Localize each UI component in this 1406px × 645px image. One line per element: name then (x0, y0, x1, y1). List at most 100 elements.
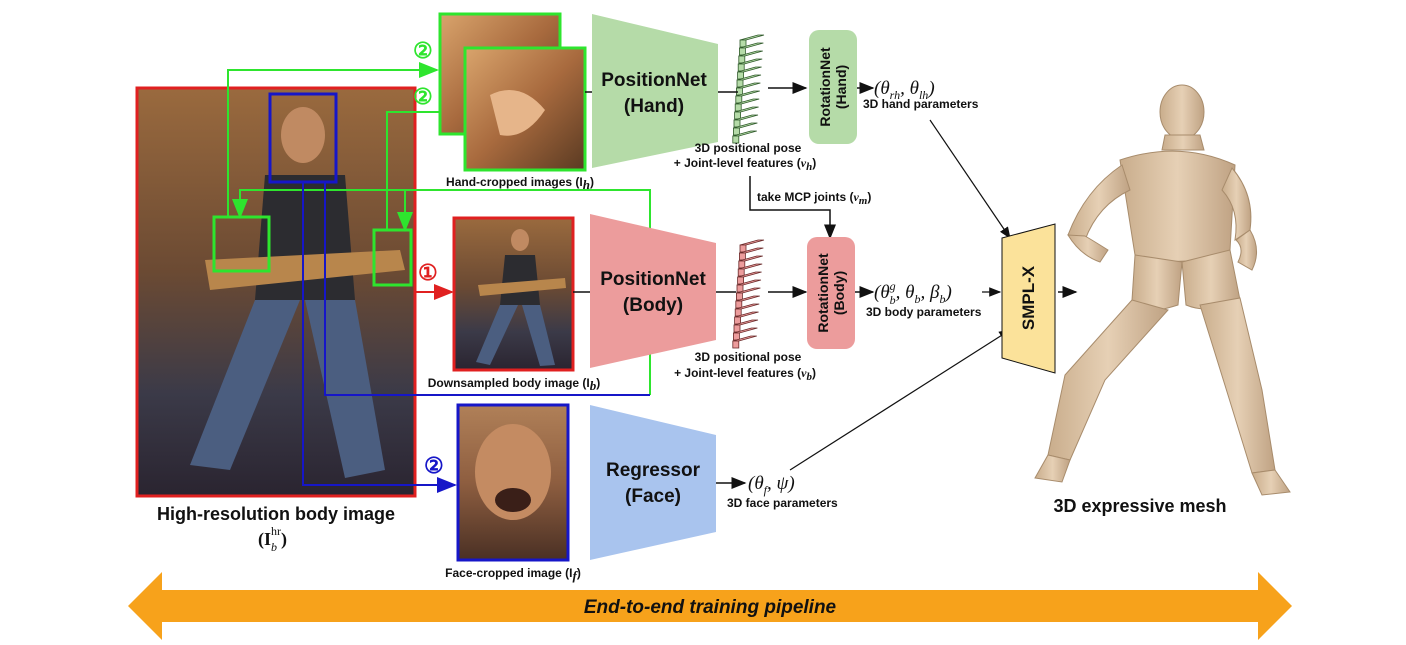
body-crop-torso (500, 255, 540, 305)
hand-feature-slab-front (737, 71, 744, 80)
hand-feature-stack (732, 34, 765, 144)
rotationnet-body-block: RotationNet (Body) (807, 237, 855, 349)
mesh-neck (1161, 134, 1205, 151)
mesh-leg-left (1047, 299, 1169, 461)
mesh-arm-left (1067, 164, 1131, 241)
positionnet-body-subtitle: (Body) (623, 295, 683, 316)
body-crop-frame (452, 216, 575, 372)
body-crop-head (511, 229, 529, 251)
body-params-label: 3D body parameters (866, 305, 982, 319)
body-feature-slab-front (733, 332, 740, 341)
regressor-face-shape (590, 405, 716, 560)
rotationnet-body-title: RotationNet (815, 253, 831, 333)
hand-feature-slab-front (739, 47, 746, 56)
mesh-foot-left (1034, 454, 1071, 483)
face-params-math: (θf, ψ) (748, 473, 795, 497)
mesh-figure (1034, 84, 1291, 496)
hand-feature-slab-front (737, 63, 745, 72)
body-feature-slab-front (737, 268, 745, 277)
hand-feature-slab-front (734, 103, 742, 112)
hand-feature-label-line2: + Joint-level features (vh) (674, 156, 817, 173)
rotationnet-body-subtitle: (Body) (831, 271, 847, 315)
face-crop-caption: Face-cropped image (If) (445, 566, 581, 583)
positionnet-body-shape (590, 214, 716, 368)
hand-feature-slab-front (735, 95, 743, 104)
marker-two-hand-top: ② (413, 38, 433, 63)
hand-shape (490, 90, 545, 136)
rotationnet-hand-subtitle: (Hand) (833, 65, 849, 109)
body-crop-leg-left (476, 305, 518, 365)
hand-crop-caption: Hand-cropped images (Ih) (446, 175, 594, 192)
body-feature-slab-front (734, 316, 741, 325)
marker-two-face: ② (424, 453, 444, 478)
hand-feature-slab (739, 34, 765, 41)
body-feature-label-line2: + Joint-level features (vb) (674, 366, 816, 383)
rotationnet-hand-title: RotationNet (817, 47, 833, 127)
marker-two-hand: ② (413, 84, 433, 109)
hand-feature-slab-front (739, 39, 747, 48)
mesh-forearm-right (1235, 229, 1257, 271)
body-feature-slab-front (734, 308, 742, 317)
body-feature-slab-front (732, 340, 740, 349)
body-crop-caption: Downsampled body image (Ib) (428, 376, 601, 393)
pipeline-label: End-to-end training pipeline (584, 597, 837, 618)
hand-feature-slab-front (733, 127, 740, 136)
mesh-leg-right (1199, 297, 1276, 474)
hand-feature-slab-front (738, 55, 746, 64)
mcp-joints-label: take MCP joints (vm) (757, 190, 871, 207)
input-body-image (135, 86, 417, 498)
mesh-torso (1119, 150, 1236, 262)
body-feature-slab-front (733, 324, 741, 333)
smplx-block: SMPL-X (1001, 223, 1056, 374)
hand-connector-left (227, 62, 439, 217)
pipeline-arrow: End-to-end training pipeline (128, 572, 1292, 640)
body-feature-slab-front (739, 252, 746, 261)
mesh-title: 3D expressive mesh (1053, 496, 1226, 516)
smplx-shape (1001, 223, 1056, 374)
positionnet-hand-title: PositionNet (601, 70, 707, 91)
rotationnet-hand-block: RotationNet (Hand) (809, 30, 857, 144)
face-params-to-smplx (789, 329, 1012, 471)
regressor-face-block: Regressor (Face) (590, 405, 716, 560)
positionnet-hand-subtitle: (Hand) (624, 96, 684, 117)
face-connector (302, 182, 457, 493)
mesh-head (1159, 84, 1205, 140)
face-crop-frame (456, 403, 570, 562)
input-title: High-resolution body image (157, 504, 395, 524)
mcp-joints-connector (749, 176, 836, 240)
body-crop-image (452, 216, 575, 372)
hand-region-box-right (372, 228, 413, 287)
face-feedback-connector (324, 182, 650, 396)
input-symbol: (Ibhr) (258, 524, 287, 554)
hand-feature-slab-front (734, 111, 741, 120)
hand-feature-slab-front (733, 119, 741, 128)
positionnet-hand-block: PositionNet (Hand) (592, 14, 718, 168)
body-params-math: (θbg, θb, βb) (874, 279, 952, 307)
hand-crop-images (438, 12, 587, 172)
face-mouth (495, 488, 531, 512)
regressor-face-title: Regressor (606, 460, 701, 481)
mesh-foot-right (1251, 469, 1291, 496)
regressor-face-subtitle: (Face) (625, 486, 681, 507)
positionnet-hand-shape (592, 14, 718, 168)
positionnet-body-title: PositionNet (600, 269, 706, 290)
marker-one-body: ① (418, 260, 438, 285)
body-feature-slab-front (737, 276, 744, 285)
body-feature-slab-front (738, 260, 746, 269)
guitar (205, 250, 405, 290)
pipeline-arrow-shape (128, 572, 1292, 640)
body-feature-slab-front (736, 292, 743, 301)
hand-feature-slab-front (732, 135, 740, 144)
body-feature-slab (739, 239, 765, 246)
body-crop-leg-right (522, 305, 555, 366)
hand-feature-label-line1: 3D positional pose (695, 141, 802, 155)
face-shape (475, 424, 551, 520)
face-params-label: 3D face parameters (727, 496, 838, 510)
person-leg-left (190, 300, 300, 470)
face-crop-image (456, 403, 570, 562)
rotationnet-body-shape (807, 237, 855, 349)
hand-params-label: 3D hand parameters (863, 97, 979, 111)
body-feature-slab-front (736, 284, 744, 293)
body-crop-guitar (478, 278, 566, 296)
